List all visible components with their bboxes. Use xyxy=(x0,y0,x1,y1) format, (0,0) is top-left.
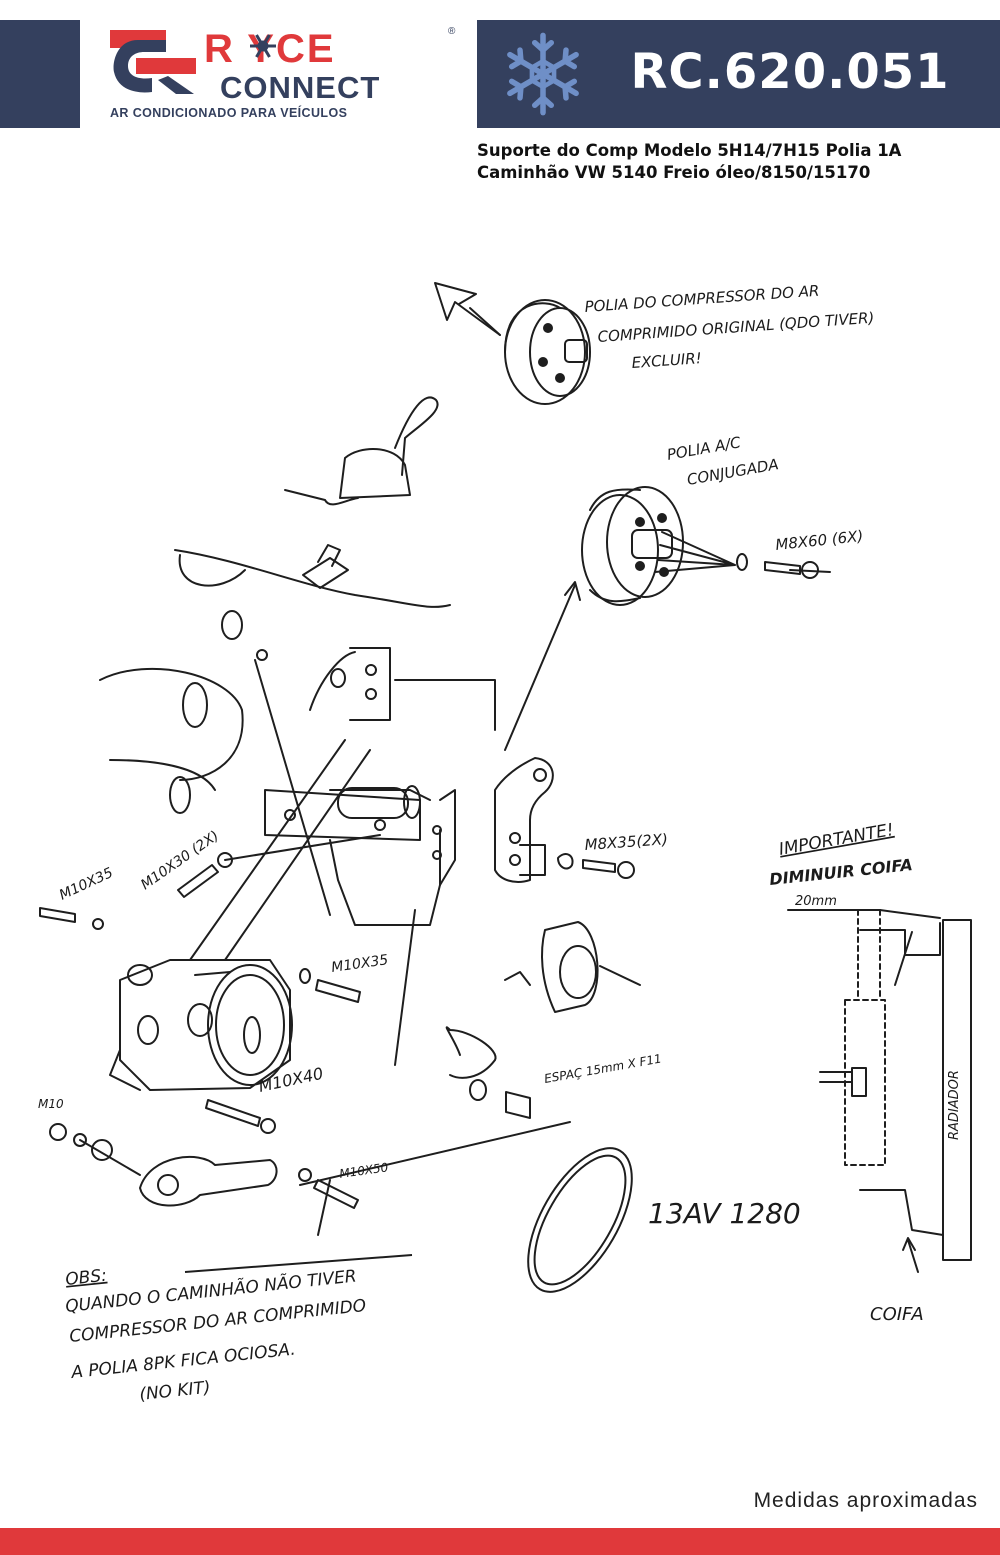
guide-line-6 xyxy=(79,1139,141,1176)
small-bracket xyxy=(494,757,554,883)
guide-line-2 xyxy=(224,749,371,961)
cab-outline-left xyxy=(178,554,246,587)
label-20mm: 20mm xyxy=(795,894,837,909)
bolt-m10x30 xyxy=(177,852,233,898)
royce-connect-logo: R YCE ® CONNECT xyxy=(110,26,456,105)
guide-line-1 xyxy=(189,739,346,961)
registered-mark: ® xyxy=(448,26,456,37)
footer-bar xyxy=(0,1528,1000,1555)
product-code: RC.620.051 xyxy=(630,44,950,100)
label-pulley-note-1: POLIA DO COMPRESSOR DO AR xyxy=(584,282,820,316)
label-pulley-note-3: EXCLUIR! xyxy=(631,349,702,372)
brand-line1: R YCE xyxy=(204,27,336,71)
label-radiador: RADIADOR xyxy=(947,1070,962,1140)
label-bolt-m10x30: M10X30 (2X) xyxy=(138,828,222,893)
label-nut-m10: M10 xyxy=(38,1097,64,1111)
ac-compressor xyxy=(109,959,293,1091)
snowflake-icon xyxy=(507,32,579,116)
bolt-m10x35-right xyxy=(299,968,361,1003)
bolt-m10x50 xyxy=(298,1168,359,1209)
label-diminuir-coifa: DIMINUIR COIFA xyxy=(768,855,913,889)
nut-m10-stack xyxy=(49,1123,113,1161)
brand-line2: CONNECT xyxy=(220,70,380,105)
spacer-15mm xyxy=(445,971,531,1119)
description-line1: Suporte do Comp Modelo 5H14/7H15 Polia 1… xyxy=(477,141,902,160)
label-spacer: ESPAÇ 15mm X F11 xyxy=(543,1052,663,1086)
label-belt: 13AV 1280 xyxy=(648,1197,801,1230)
header-left-block xyxy=(0,20,80,128)
arrow-head xyxy=(564,581,581,601)
brand-tagline: AR CONDICIONADO PARA VEÍCULOS xyxy=(110,106,348,120)
label-importante: IMPORTANTE! xyxy=(777,820,895,860)
idler-pulley xyxy=(541,921,641,1013)
logo-snowflake-icon xyxy=(250,34,276,58)
radiator-side-view xyxy=(787,909,972,1273)
guide-line-3 xyxy=(394,909,416,1066)
original-air-compressor-pulley xyxy=(504,299,591,405)
label-polia-ac-1: POLIA A/C xyxy=(666,433,743,464)
label-bolt-m10x35-left: M10X35 xyxy=(57,865,116,904)
upper-bracket-plate xyxy=(309,647,496,731)
label-bolt-m8x35: M8X35(2X) xyxy=(584,830,668,854)
guide-line-7 xyxy=(254,659,331,916)
obs-title: OBS: xyxy=(64,1266,107,1290)
obs-pointer-line xyxy=(317,1179,331,1236)
engine-block-sketch xyxy=(99,610,268,814)
description-line2: Caminhão VW 5140 Freio óleo/8150/15170 xyxy=(477,163,871,182)
label-coifa: COIFA xyxy=(870,1304,924,1325)
guide-line-4 xyxy=(224,834,381,861)
label-bolt-m8x60: M8X60 (6X) xyxy=(775,527,865,554)
logo-mark xyxy=(110,30,196,94)
bolt-m8x60 xyxy=(736,553,831,579)
obs-line3: A POLIA 8PK FICA OCIOSA. xyxy=(69,1340,296,1384)
label-bolt-m10x35-right: M10X35 xyxy=(330,952,389,976)
guide-line-5 xyxy=(299,1121,571,1186)
bolt-m8x35 xyxy=(557,853,635,879)
footer-note: Medidas aproximadas xyxy=(753,1489,978,1512)
lever-part xyxy=(302,544,349,589)
gear-shift-sketch xyxy=(284,396,439,506)
label-polia-ac-2: CONJUGADA xyxy=(686,455,780,489)
cab-outline xyxy=(174,549,451,608)
main-compressor-bracket xyxy=(264,785,456,926)
product-code-block xyxy=(477,20,1000,128)
assembly-diagram: POLIA DO COMPRESSOR DO AR COMPRIMIDO ORI… xyxy=(38,282,972,1405)
bolt-m10x35-left xyxy=(39,907,104,930)
v-belt xyxy=(527,1147,633,1293)
label-pulley-note-2: COMPRIMIDO ORIGINAL (QDO TIVER) xyxy=(597,309,875,346)
exclude-arrow xyxy=(434,282,501,336)
arrow-bracket-to-pulley xyxy=(504,584,576,751)
conjugated-ac-pulley xyxy=(581,486,736,606)
obs-line4: (NO KIT) xyxy=(138,1378,211,1405)
tensioner-arm xyxy=(139,1155,278,1207)
bolt-m10x40 xyxy=(205,1099,276,1134)
label-bolt-m10x50: M10X50 xyxy=(338,1160,389,1181)
obs-underline xyxy=(184,1254,413,1273)
